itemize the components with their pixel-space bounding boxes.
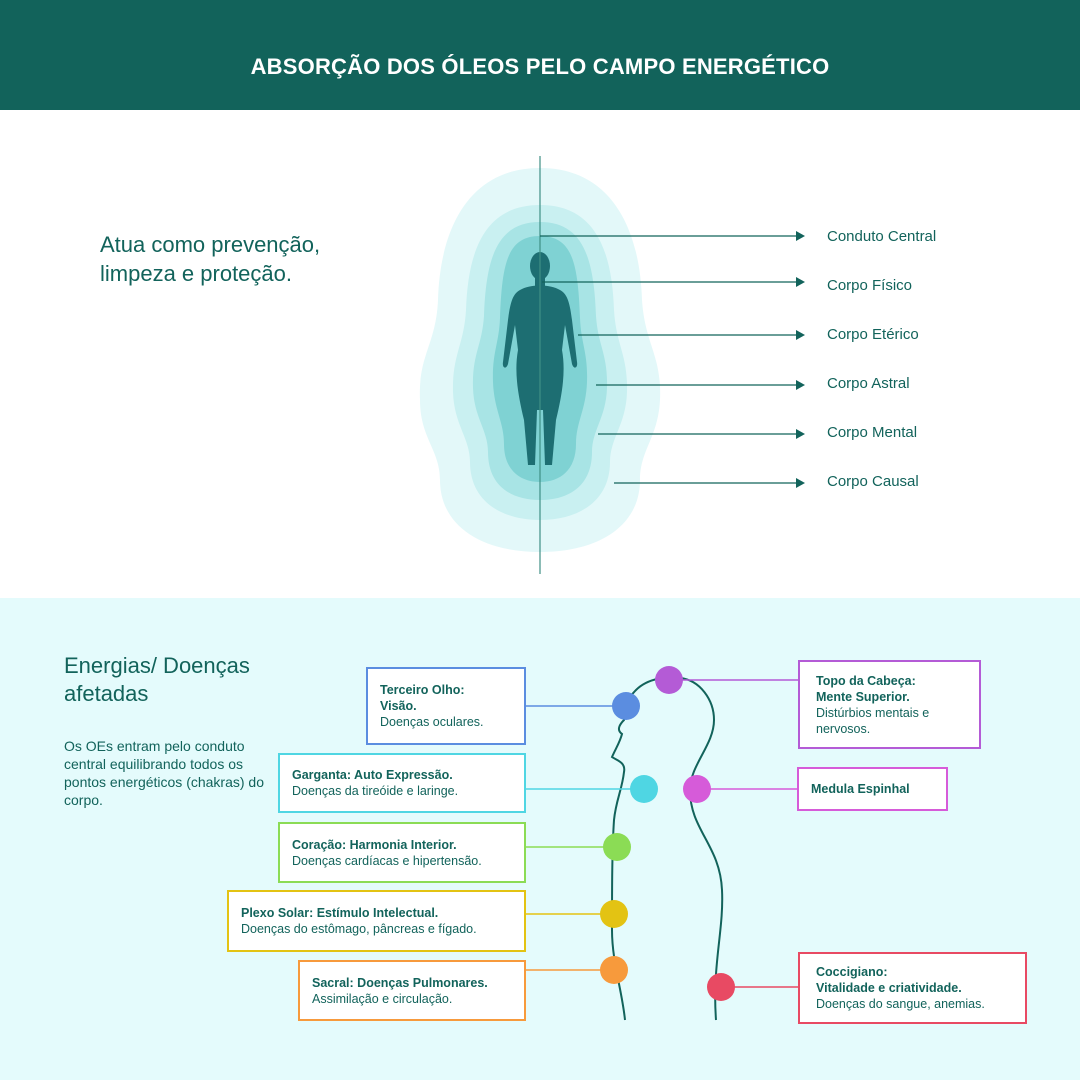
chakra-title: Plexo Solar: Estímulo Intelectual.: [241, 906, 439, 920]
chakra-title: Coccigiano:: [816, 965, 888, 979]
layer-label-corpo-mental: Corpo Mental: [827, 424, 918, 441]
chakra-title: Topo da Cabeça:: [816, 673, 916, 688]
layer-label-corpo-causal: Corpo Causal: [827, 473, 919, 490]
chakra-text: Doenças oculares.: [380, 715, 484, 729]
chakra-box-heart: Coração: Harmonia Interior. Doenças card…: [278, 822, 526, 883]
chakra-title: Coração: Harmonia Interior.: [292, 837, 457, 852]
chakra-subtitle: Mente Superior.: [816, 689, 910, 704]
chakra-box-third-eye: Terceiro Olho: Visão. Doenças oculares.: [366, 667, 526, 745]
chakra-box-crown: Topo da Cabeça: Mente Superior. Distúrbi…: [798, 660, 981, 749]
chakra-subtitle: Vitalidade e criatividade.: [816, 981, 962, 995]
chakra-text: Doenças cardíacas e hipertensão.: [292, 853, 482, 868]
chakra-title: Terceiro Olho:: [380, 683, 465, 697]
chakra-title: Garganta: Auto Expressão.: [292, 768, 453, 782]
chakra-text: Doenças do estômago, pâncreas e fígado.: [241, 922, 477, 936]
layer-label-conduto-central: Conduto Central: [827, 228, 937, 245]
chakra-box-coccyx: Coccigiano: Vitalidade e criatividade. D…: [798, 952, 1027, 1024]
chakra-text: Doenças da tireóide e laringe.: [292, 784, 459, 798]
chakra-text: Assimilação e circulação.: [312, 991, 453, 1006]
section-title: Energias/ Doenças afetadas: [64, 653, 250, 706]
chakra-box-sacral: Sacral: Doenças Pulmonares. Assimilação …: [298, 960, 526, 1021]
header-bar: ABSORÇÃO DOS ÓLEOS PELO CAMPO ENERGÉTICO: [0, 0, 1080, 110]
energy-field-section: [0, 110, 1080, 598]
layer-label-corpo-astral: Corpo Astral: [827, 375, 910, 392]
chakra-box-throat: Garganta: Auto Expressão. Doenças da tir…: [278, 753, 526, 813]
chakra-text: Doenças do sangue, anemias.: [816, 997, 985, 1011]
page-title: ABSORÇÃO DOS ÓLEOS PELO CAMPO ENERGÉTICO: [250, 54, 830, 79]
chakra-box-spinal: Medula Espinhal: [797, 767, 948, 811]
chakra-title: Medula Espinhal: [811, 782, 910, 796]
layer-label-corpo-fisico: Corpo Físico: [827, 277, 913, 294]
chakra-box-solar-plexus: Plexo Solar: Estímulo Intelectual. Doenç…: [227, 890, 526, 952]
intro-text: Atua como prevenção, limpeza e proteção.: [100, 232, 321, 286]
chakra-text: Distúrbios mentais e nervosos.: [816, 705, 930, 736]
chakra-title: Sacral: Doenças Pulmonares.: [312, 975, 488, 990]
section-description: Os OEs entram pelo conduto central equil…: [64, 738, 264, 808]
layer-label-corpo-eterico: Corpo Etérico: [827, 326, 919, 343]
chakra-subtitle: Visão.: [380, 699, 417, 713]
